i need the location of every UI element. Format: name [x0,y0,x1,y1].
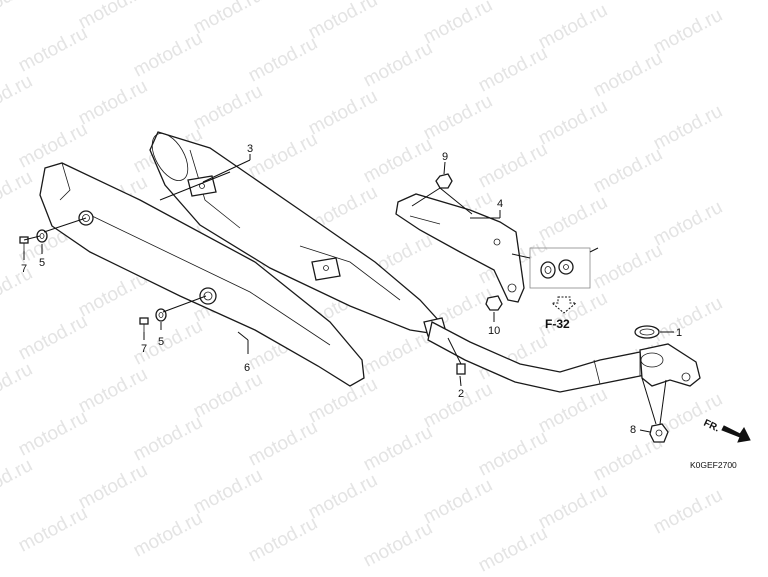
shield-washer-upper[interactable] [36,229,48,243]
callout-4: 4 [497,198,503,210]
exhaust-gasket[interactable] [634,325,660,339]
reference-label: F-32 [545,317,570,331]
diagram-code: K0GEF2700 [690,460,737,470]
callout-7-upper: 7 [21,263,27,275]
shield-screw-lower[interactable] [139,317,149,332]
callout-1: 1 [676,327,682,339]
muffler[interactable] [145,127,447,337]
heat-shield[interactable] [39,162,365,387]
mount-rubber-detail[interactable] [529,247,591,289]
bracket-nut[interactable] [435,173,453,189]
collar[interactable] [456,363,466,375]
exhaust-pipe[interactable] [427,321,701,393]
leader-lines [23,154,674,433]
bracket-bolt[interactable] [485,295,503,311]
callout-3: 3 [247,143,253,155]
callout-5-lower: 5 [158,336,164,348]
reference-arrow [550,296,578,314]
front-direction-arrow-icon [721,425,751,443]
flange-nut[interactable] [649,423,669,443]
callout-10: 10 [488,325,500,337]
callout-5-upper: 5 [39,257,45,269]
direction-label: FR. [702,418,721,435]
callout-6: 6 [244,362,250,374]
shield-washer-lower[interactable] [155,308,167,322]
callout-8: 8 [630,424,636,436]
muffler-bracket[interactable] [395,193,525,303]
callout-9: 9 [442,151,448,163]
callout-2: 2 [458,388,464,400]
callout-7-lower: 7 [141,343,147,355]
